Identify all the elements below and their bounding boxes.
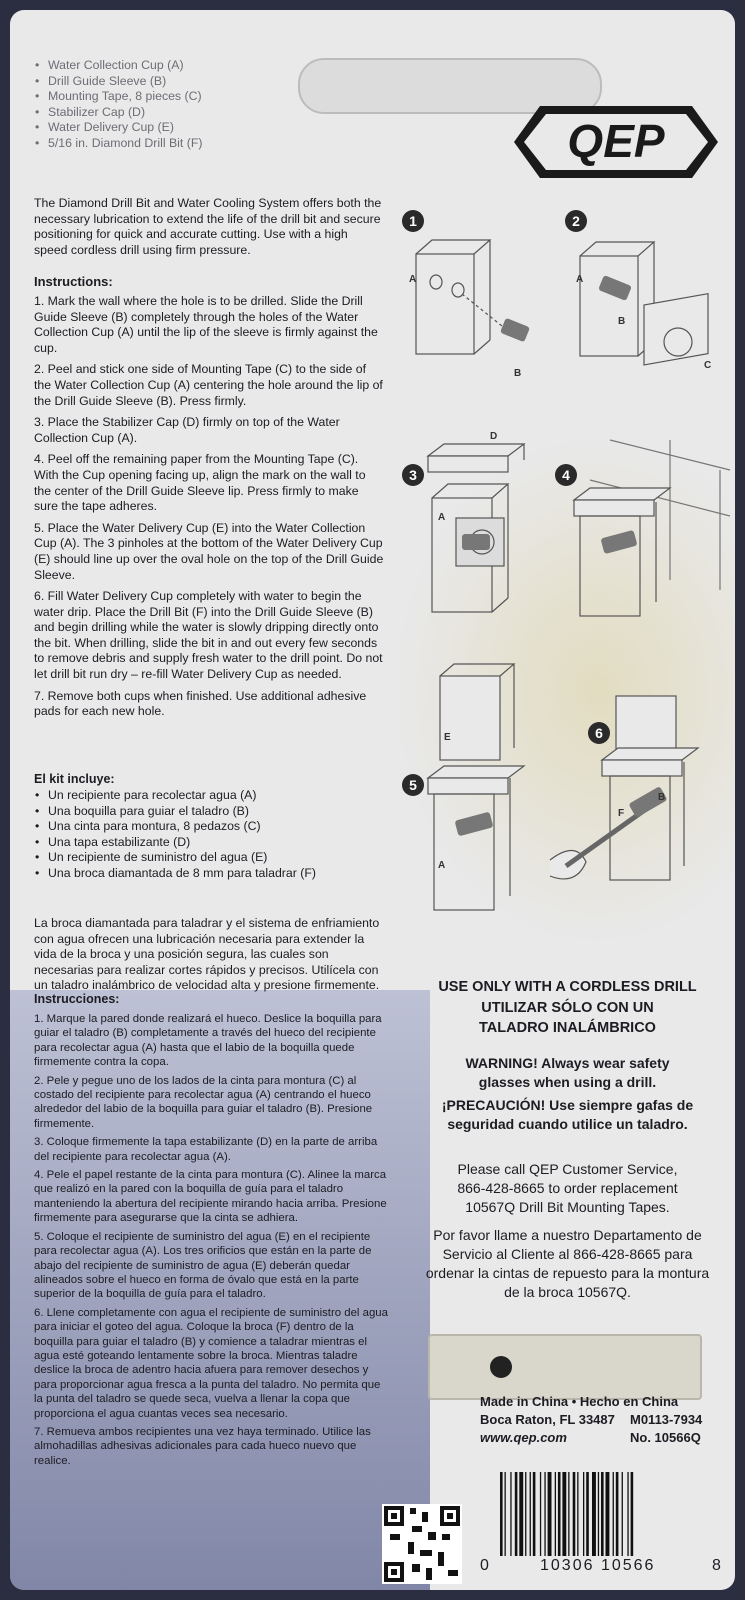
instruction-step: 3. Place the Stabilizer Cap (D) firmly o…	[34, 415, 340, 445]
step-4-diagram	[572, 439, 731, 617]
instruction-step: 1. Marque la pared donde realizará el hu…	[34, 1013, 382, 1069]
cordless-warning-en: USE ONLY WITH A CORDLESS DRILL	[438, 979, 697, 995]
instruction-step: 6. Llene completamente con agua el recip…	[34, 1306, 388, 1420]
label-a: A	[576, 274, 584, 285]
label-d: D	[490, 431, 498, 442]
label-a: A	[409, 274, 417, 285]
address-text: Boca Raton, FL 33487	[480, 1412, 615, 1427]
instructions-heading-en: Instructions:	[34, 274, 113, 289]
qep-logo: QEP	[514, 106, 718, 178]
label-c: C	[704, 360, 712, 371]
instructions-en: 1. Mark the wall where the hole is to be…	[34, 294, 384, 726]
price-sticker	[428, 1334, 702, 1400]
instruction-step: 2. Pele y pegue uno de los lados de la c…	[34, 1074, 373, 1130]
label-b: B	[658, 792, 666, 803]
service-info-es: Por favor llame a nuestro Departamento d…	[425, 1227, 710, 1300]
label-a: A	[438, 512, 446, 523]
instruction-step: 5. Coloque el recipiente de suministro d…	[34, 1230, 372, 1301]
instruction-step: 7. Remove both cups when finished. Use a…	[34, 688, 367, 719]
safety-warning-en: WARNING! Always wear safety glasses when…	[465, 1055, 670, 1090]
label-e: E	[444, 732, 451, 743]
step-1-diagram	[415, 239, 530, 355]
step-2-diagram	[579, 241, 709, 366]
kit-item: Un recipiente de suministro del agua (E)	[34, 850, 384, 866]
barcode-digit-left: 0	[480, 1557, 489, 1574]
kit-list-en: Water Collection Cup (A) Drill Guide Sle…	[34, 58, 384, 152]
qr-code	[382, 1504, 462, 1584]
kit-item: 5/16 in. Diamond Drill Bit (F)	[34, 136, 384, 152]
instructions-heading-es: Instrucciones:	[34, 992, 120, 1006]
kit-heading-es: El kit incluye:	[34, 772, 115, 786]
kit-item: Drill Guide Sleeve (B)	[34, 74, 384, 90]
intro-es: La broca diamantada para taladrar y el s…	[34, 916, 380, 993]
product-code: M0113-7934	[630, 1412, 703, 1427]
step-number: 5	[402, 774, 424, 796]
instruction-step: 5. Place the Water Delivery Cup (E) into…	[34, 520, 384, 582]
kit-item: Un recipiente para recolectar agua (A)	[34, 788, 384, 804]
kit-item: Una tapa estabilizante (D)	[34, 835, 384, 851]
svg-text:QEP: QEP	[567, 115, 664, 167]
label-a: A	[438, 860, 446, 871]
step-number: 6	[588, 722, 610, 744]
instruction-step: 6. Fill Water Delivery Cup completely wi…	[34, 589, 383, 682]
instruction-step: 4. Peel off the remaining paper from the…	[34, 452, 366, 514]
label-b: B	[514, 368, 522, 379]
safety-warning-es: ¡PRECAUCIÓN! Use siempre gafas de seguri…	[441, 1097, 694, 1132]
kit-item: Una boquilla para guiar el taladro (B)	[34, 804, 384, 820]
kit-item: Mounting Tape, 8 pieces (C)	[34, 89, 384, 105]
kit-item: Una cinta para montura, 8 pedazos (C)	[34, 819, 384, 835]
label-b: B	[618, 316, 626, 327]
kit-item: Una broca diamantada de 8 mm para taladr…	[34, 866, 384, 882]
step-6-diagram	[549, 695, 700, 881]
kit-list-es: Un recipiente para recolectar agua (A) U…	[34, 788, 384, 882]
barcode-digit-right: 8	[712, 1557, 721, 1574]
step-5-diagram	[426, 663, 526, 911]
service-info-en: Please call QEP Customer Service, 866-42…	[457, 1161, 678, 1215]
barcode-digits-middle: 10306 10566	[540, 1557, 656, 1574]
instructions-es: 1. Marque la pared donde realizará el hu…	[34, 1012, 389, 1472]
instruction-step: 1. Mark the wall where the hole is to be…	[34, 294, 378, 355]
model-number: No. 10566Q	[630, 1430, 701, 1445]
instruction-step: 2. Peel and stick one side of Mounting T…	[34, 362, 383, 408]
step-number: 3	[402, 464, 424, 486]
kit-item: Water Delivery Cup (E)	[34, 120, 384, 136]
step-number: 1	[402, 210, 424, 232]
cordless-warning-es: UTILIZAR SÓLO CON UN TALADRO INALÁMBRICO	[479, 1000, 656, 1036]
instruction-step: 4. Pele el papel restante de la cinta pa…	[34, 1169, 387, 1225]
step-number: 2	[565, 210, 587, 232]
shadow-area	[10, 990, 430, 1590]
kit-item: Stabilizer Cap (D)	[34, 105, 384, 121]
website-link[interactable]: www.qep.com	[480, 1430, 567, 1445]
label-f: F	[618, 808, 625, 819]
step-3-diagram	[426, 443, 526, 613]
intro-en: The Diamond Drill Bit and Water Cooling …	[34, 196, 382, 257]
instruction-step: 7. Remueva ambos recipientes una vez hay…	[34, 1425, 371, 1467]
package-back: QEP Water Collection Cup (A) Drill Guide…	[10, 10, 735, 1590]
barcode	[500, 1472, 634, 1556]
step-number: 4	[555, 464, 577, 486]
kit-item: Water Collection Cup (A)	[34, 58, 384, 74]
logo-icon	[490, 1356, 512, 1378]
origin-text: Made in China • Hecho en China	[480, 1394, 679, 1409]
instruction-step: 3. Coloque firmemente la tapa estabiliza…	[34, 1136, 378, 1163]
